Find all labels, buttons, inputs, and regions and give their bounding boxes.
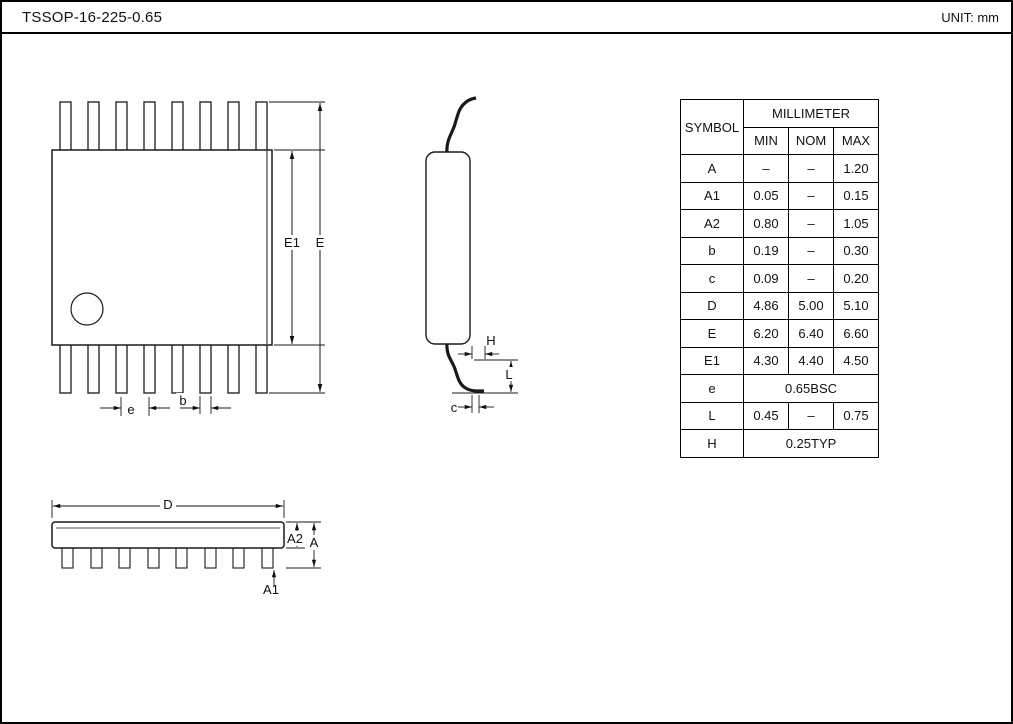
pin (199, 343, 212, 394)
pin (143, 343, 156, 394)
pin (87, 343, 100, 394)
pin (199, 101, 212, 152)
millimeter-column-header: MILLIMETER (743, 99, 879, 128)
page-title: TSSOP-16-225-0.65 (22, 8, 163, 26)
table-subheader-row: MIN NOM MAX (681, 126, 879, 155)
table-row: A––1.20 (680, 154, 879, 183)
min-column-header: MIN (743, 126, 789, 155)
c-dimension (458, 395, 494, 413)
h-dimension-label: H (486, 333, 495, 348)
front-view-extension-lines (286, 521, 321, 569)
pin (227, 343, 240, 394)
top-view-pins-top (59, 101, 268, 152)
pin (204, 547, 217, 569)
side-body (425, 151, 471, 345)
front-view: D A2 A A1 (51, 497, 321, 597)
pin (255, 101, 268, 152)
pin (59, 343, 72, 394)
symbol-column-header: SYMBOL (680, 99, 744, 155)
e1-dimension-label: E1 (284, 235, 300, 250)
a2-dimension-label: A2 (287, 531, 303, 546)
pin (171, 101, 184, 152)
front-view-pins (61, 547, 274, 569)
top-view: E1 E e b (51, 101, 328, 417)
side-lead-top (445, 96, 477, 154)
pin (61, 547, 74, 569)
pin (90, 547, 103, 569)
max-column-header: MAX (833, 126, 879, 155)
pin (232, 547, 245, 569)
pin (115, 343, 128, 394)
unit-label: UNIT: mm (941, 9, 999, 25)
b-dimension-label: b (179, 393, 186, 408)
top-view-pins-bottom (59, 343, 268, 394)
side-view: H L c (425, 96, 518, 415)
pin (147, 547, 160, 569)
b-dimension (180, 396, 231, 414)
pin (227, 101, 240, 152)
nom-column-header: NOM (788, 126, 834, 155)
h-dimension (458, 346, 499, 359)
top-view-extension-lines (269, 101, 325, 394)
pin (59, 101, 72, 152)
d-dimension-label: D (163, 497, 172, 512)
table-header-row: SYMBOL MILLIMETER (680, 99, 879, 155)
pin (87, 101, 100, 152)
l-dimension-label: L (505, 367, 512, 382)
a-dimension-label: A (310, 535, 319, 550)
pin (175, 547, 188, 569)
pin (255, 343, 268, 394)
pin1-indicator (70, 292, 104, 326)
pin (261, 547, 274, 569)
pitch-dimension-label: e (127, 402, 134, 417)
a1-dimension-label: A1 (263, 582, 279, 597)
e-dimension-label: E (316, 235, 325, 250)
pin (115, 101, 128, 152)
pin (143, 101, 156, 152)
front-body (51, 521, 285, 549)
dimension-table: SYMBOL MILLIMETER MIN NOM MAX A––1.20 A1… (680, 99, 879, 458)
title-bar: TSSOP-16-225-0.65 UNIT: mm (2, 2, 1011, 34)
c-dimension-label: c (451, 400, 458, 415)
pin (118, 547, 131, 569)
pitch-dimension (100, 397, 170, 416)
side-lead-bottom (445, 342, 484, 393)
pin (171, 343, 184, 394)
